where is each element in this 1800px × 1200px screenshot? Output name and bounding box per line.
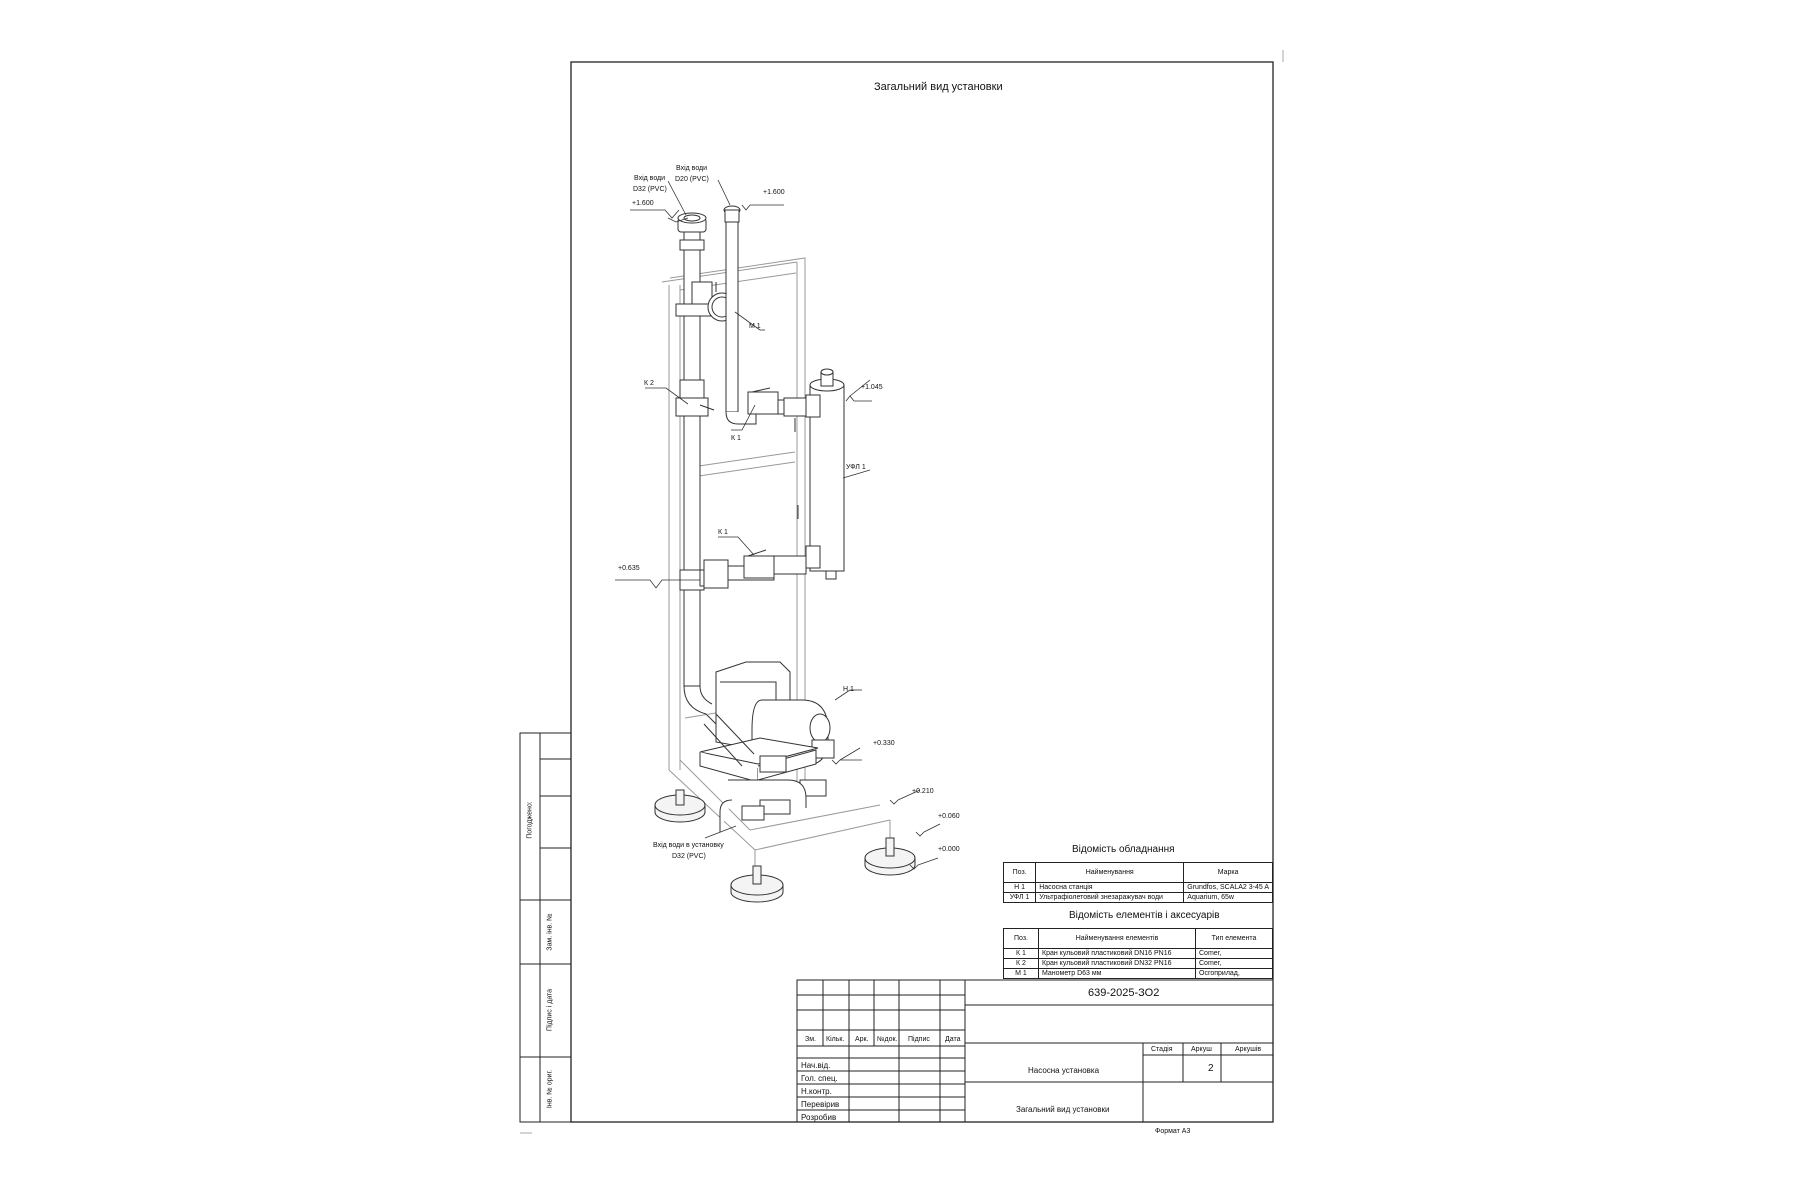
foot-right [864,837,916,876]
el-header-type: Тип елемента [1195,928,1273,949]
table-cell: Ультрафіолетовий знезаражувач води [1035,892,1185,903]
drawing-title: Загальний вид установки [874,81,1003,93]
el-header-name: Найменування елементів [1038,928,1196,949]
tb-role-rozrobyv: Розробив [801,1113,837,1122]
side-stamp-sign-date: Підпис і дата [546,988,554,1032]
tb-sheets-header: Аркушів [1235,1046,1262,1053]
tb-col-pidpys: Підпис [908,1036,930,1043]
label-m1: М 1 [749,323,761,330]
equipment-schedule-title: Відомість обладнання [1072,844,1175,855]
tb-col-ndoc: №док. [877,1036,898,1043]
tb-role-pereviryv: Перевірив [801,1100,840,1109]
table-cell: Grundfos, SCALA2 3-45 A [1183,882,1273,893]
label-outlet-line2: D32 (PVC) [672,853,706,860]
elements-schedule-title: Відомість елементів і аксесуарів [1069,910,1220,921]
side-stamp [519,732,572,1123]
elevation-0330: +0.330 [873,740,895,747]
table-cell: Comer, [1195,958,1273,969]
table-cell: Кран кульовий пластиковий DN16 PN16 [1038,948,1196,959]
label-inlet-d20-line2: D20 (PVC) [675,176,709,183]
label-k2: К 2 [644,380,654,387]
title-block-grid [796,979,1274,1123]
table-cell: Н 1 [1002,882,1037,893]
side-stamp-inv-orig: Інв. № ориг. [546,1069,554,1109]
table-cell: Манометр D63 мм [1038,968,1196,979]
pump-h1 [699,661,835,832]
label-k1-bottom: К 1 [718,529,728,536]
tb-object-name: Насосна установка [1028,1066,1100,1075]
label-outlet-line1: Вхід води в установку [653,842,724,849]
label-inlet-d32-line2: D32 (PVC) [633,186,667,193]
side-stamp-replace-inv: Зам. інв. № [546,913,554,951]
tb-col-data: Дата [945,1036,961,1043]
table-cell: Aquarium, 65w [1183,892,1273,903]
tb-sheet-number: 2 [1208,1063,1214,1074]
label-inlet-d32-line1: Вхід води [634,175,666,182]
drawing-code: 639-2025-ЗО2 [1088,987,1160,999]
branch-lower [703,549,807,589]
tb-stage-header: Стадія [1151,1046,1173,1053]
tb-role-n-kontr: Н.контр. [801,1087,832,1096]
tb-col-zm: Зм. [805,1036,816,1043]
table-cell: К 2 [1003,958,1039,969]
el-header-pos: Поз. [1003,928,1039,949]
label-inlet-d20-line1: Вхід води [676,165,708,172]
label-k1-top: К 1 [731,435,741,442]
eq-header-name: Найменування [1035,862,1185,883]
uv-unit-ufl1 [794,368,845,580]
label-h1: Н 1 [843,686,854,693]
elevation-1600-left: +1.600 [632,200,654,207]
tb-col-ark: Арк. [855,1036,869,1043]
isometric-drawing [615,179,941,903]
eq-header-pos: Поз. [1002,862,1037,883]
pipe-d20 [723,205,807,425]
elevation-0210: +0.210 [912,788,934,795]
tb-sheet-header: Аркуш [1191,1046,1212,1053]
table-cell: Кран кульовий пластиковий DN32 PN16 [1038,958,1196,969]
elevation-0060: +0.060 [938,813,960,820]
elements-schedule-table: Поз. Найменування елементів Тип елемента… [1003,928,1273,979]
eq-header-brand: Марка [1183,862,1273,883]
tb-role-gol-spec: Гол. спец. [801,1074,838,1083]
elevation-1600-right: +1.600 [763,189,785,196]
table-cell: М 1 [1003,968,1039,979]
equipment-schedule-table: Поз. Найменування Марка Н 1 Насосна стан… [1002,862,1273,903]
format-label: Формат А3 [1155,1128,1191,1135]
tb-role-nach-vid: Нач.від. [801,1061,831,1070]
table-cell: К 1 [1003,948,1039,959]
table-cell: Насосна станція [1035,882,1185,893]
table-cell: УФЛ 1 [1002,892,1037,903]
elevation-0635: +0.635 [618,565,640,572]
foot-left [654,789,706,823]
foot-front [730,865,784,903]
elevation-1045: +1.045 [861,384,883,391]
main-pipe-d32 [677,212,729,725]
valve-k2 [675,397,715,417]
side-stamp-agreed: Погоджено: [526,801,534,839]
leader-lines [615,179,941,870]
tb-col-kilk: Кільк. [826,1036,845,1043]
label-ufl1: УФЛ 1 [846,464,866,471]
tb-sheet-name: Загальний вид установки [1016,1105,1110,1114]
table-cell: Осгоприлад, [1195,968,1273,979]
elevation-0000: +0.000 [938,846,960,853]
table-cell: Comer, [1195,948,1273,959]
